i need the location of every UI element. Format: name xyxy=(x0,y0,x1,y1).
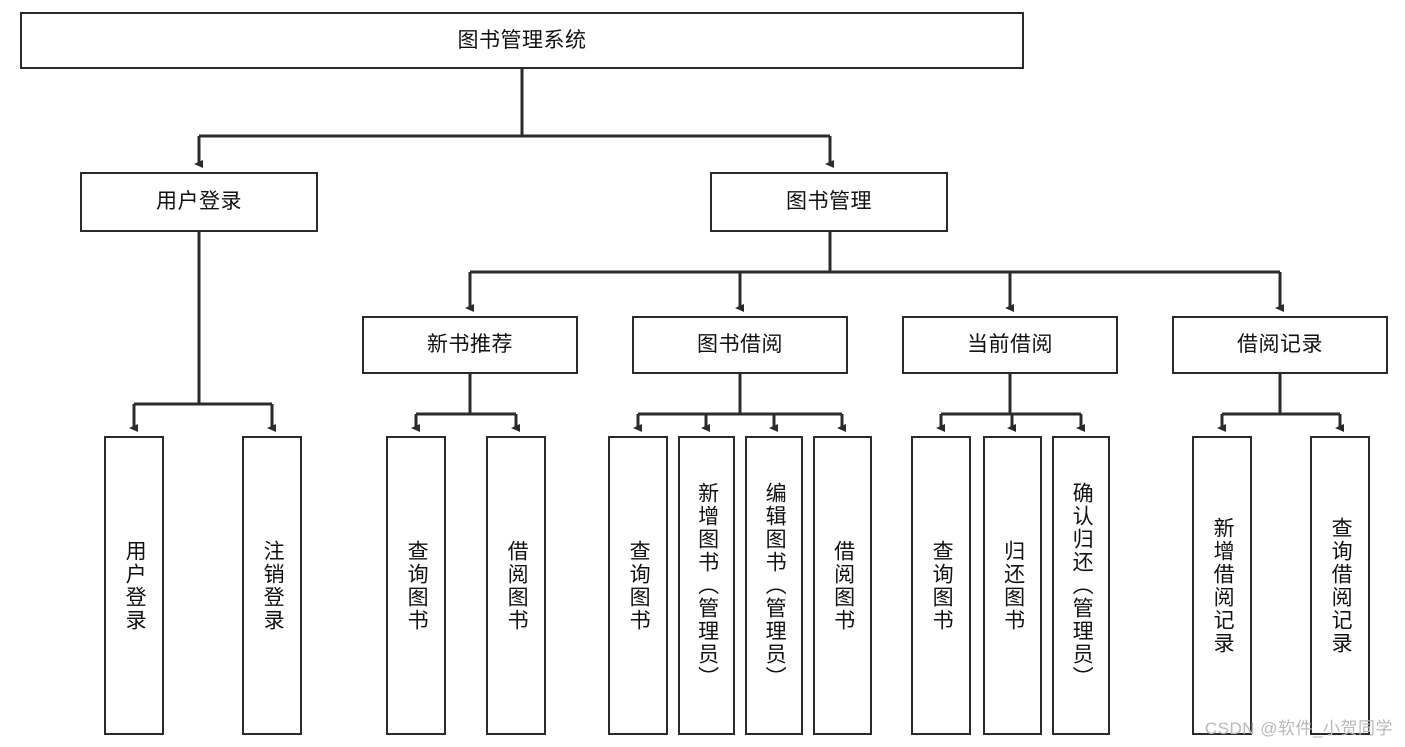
node-leaf-query-book-recommend[interactable]: 查询图书 xyxy=(386,436,446,735)
node-leaf-logout-label: 注销登录 xyxy=(261,539,285,632)
node-user-login-label: 用户登录 xyxy=(156,190,242,214)
node-new-book-recommend[interactable]: 新书推荐 xyxy=(362,316,578,374)
node-leaf-edit-book[interactable]: 编辑图书（管理员） xyxy=(745,436,803,735)
node-leaf-query-book-borrow-label: 查询图书 xyxy=(627,539,651,632)
node-leaf-query-borrow-record[interactable]: 查询借阅记录 xyxy=(1310,436,1370,735)
node-book-management-label: 图书管理 xyxy=(786,190,872,214)
node-book-borrow-label: 图书借阅 xyxy=(697,333,783,357)
node-leaf-query-book-current-label: 查询图书 xyxy=(930,539,954,632)
node-leaf-query-book-borrow[interactable]: 查询图书 xyxy=(608,436,668,735)
node-leaf-add-book-label: 新增图书（管理员） xyxy=(695,482,719,689)
node-leaf-user-login[interactable]: 用户登录 xyxy=(104,436,164,735)
node-leaf-borrow-book-recommend[interactable]: 借阅图书 xyxy=(486,436,546,735)
node-leaf-query-book-recommend-label: 查询图书 xyxy=(405,539,429,632)
node-leaf-add-borrow-record-label: 新增借阅记录 xyxy=(1211,516,1235,655)
node-leaf-add-book[interactable]: 新增图书（管理员） xyxy=(678,436,735,735)
node-leaf-query-book-current[interactable]: 查询图书 xyxy=(911,436,971,735)
node-leaf-logout[interactable]: 注销登录 xyxy=(242,436,302,735)
node-current-borrow-label: 当前借阅 xyxy=(967,333,1053,357)
node-root[interactable]: 图书管理系统 xyxy=(20,12,1024,69)
node-borrow-records[interactable]: 借阅记录 xyxy=(1172,316,1388,374)
node-leaf-return-book[interactable]: 归还图书 xyxy=(983,436,1042,735)
node-leaf-edit-book-label: 编辑图书（管理员） xyxy=(763,482,787,689)
node-leaf-user-login-label: 用户登录 xyxy=(123,539,147,632)
node-leaf-query-borrow-record-label: 查询借阅记录 xyxy=(1329,516,1353,655)
node-leaf-borrow-book[interactable]: 借阅图书 xyxy=(813,436,872,735)
node-leaf-return-book-label: 归还图书 xyxy=(1001,539,1025,632)
node-root-label: 图书管理系统 xyxy=(457,28,587,52)
node-current-borrow[interactable]: 当前借阅 xyxy=(902,316,1118,374)
node-borrow-records-label: 借阅记录 xyxy=(1237,333,1323,357)
csdn-watermark: CSDN @软件_小贺同学 xyxy=(1204,719,1393,738)
node-leaf-add-borrow-record[interactable]: 新增借阅记录 xyxy=(1192,436,1252,735)
node-leaf-confirm-return-label: 确认归还（管理员） xyxy=(1070,482,1094,689)
node-leaf-borrow-book-label: 借阅图书 xyxy=(831,539,855,632)
node-leaf-borrow-book-recommend-label: 借阅图书 xyxy=(505,539,529,632)
node-book-borrow[interactable]: 图书借阅 xyxy=(632,316,848,374)
node-new-book-recommend-label: 新书推荐 xyxy=(427,333,513,357)
node-leaf-confirm-return[interactable]: 确认归还（管理员） xyxy=(1052,436,1110,735)
node-user-login[interactable]: 用户登录 xyxy=(80,172,318,232)
node-book-management[interactable]: 图书管理 xyxy=(710,172,948,232)
